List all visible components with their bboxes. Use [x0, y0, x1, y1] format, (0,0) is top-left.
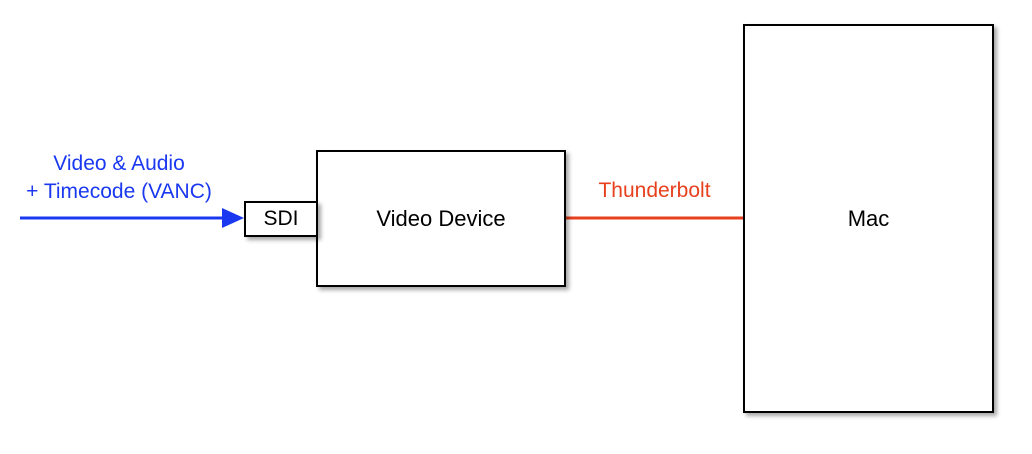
input-signal-label-line1: Video & Audio [53, 152, 185, 175]
video-device-label: Video Device [376, 205, 506, 231]
mac-box: Mac [743, 24, 994, 413]
sdi-port-label: SDI [263, 207, 299, 230]
thunderbolt-label: Thunderbolt [598, 179, 711, 202]
video-device-box: Video Device [316, 150, 566, 287]
mac-label: Mac [847, 205, 890, 231]
input-arrowhead [222, 208, 244, 228]
input-signal-label-line2: + Timecode (VANC) [26, 180, 212, 203]
sdi-port-box: SDI [244, 201, 318, 237]
